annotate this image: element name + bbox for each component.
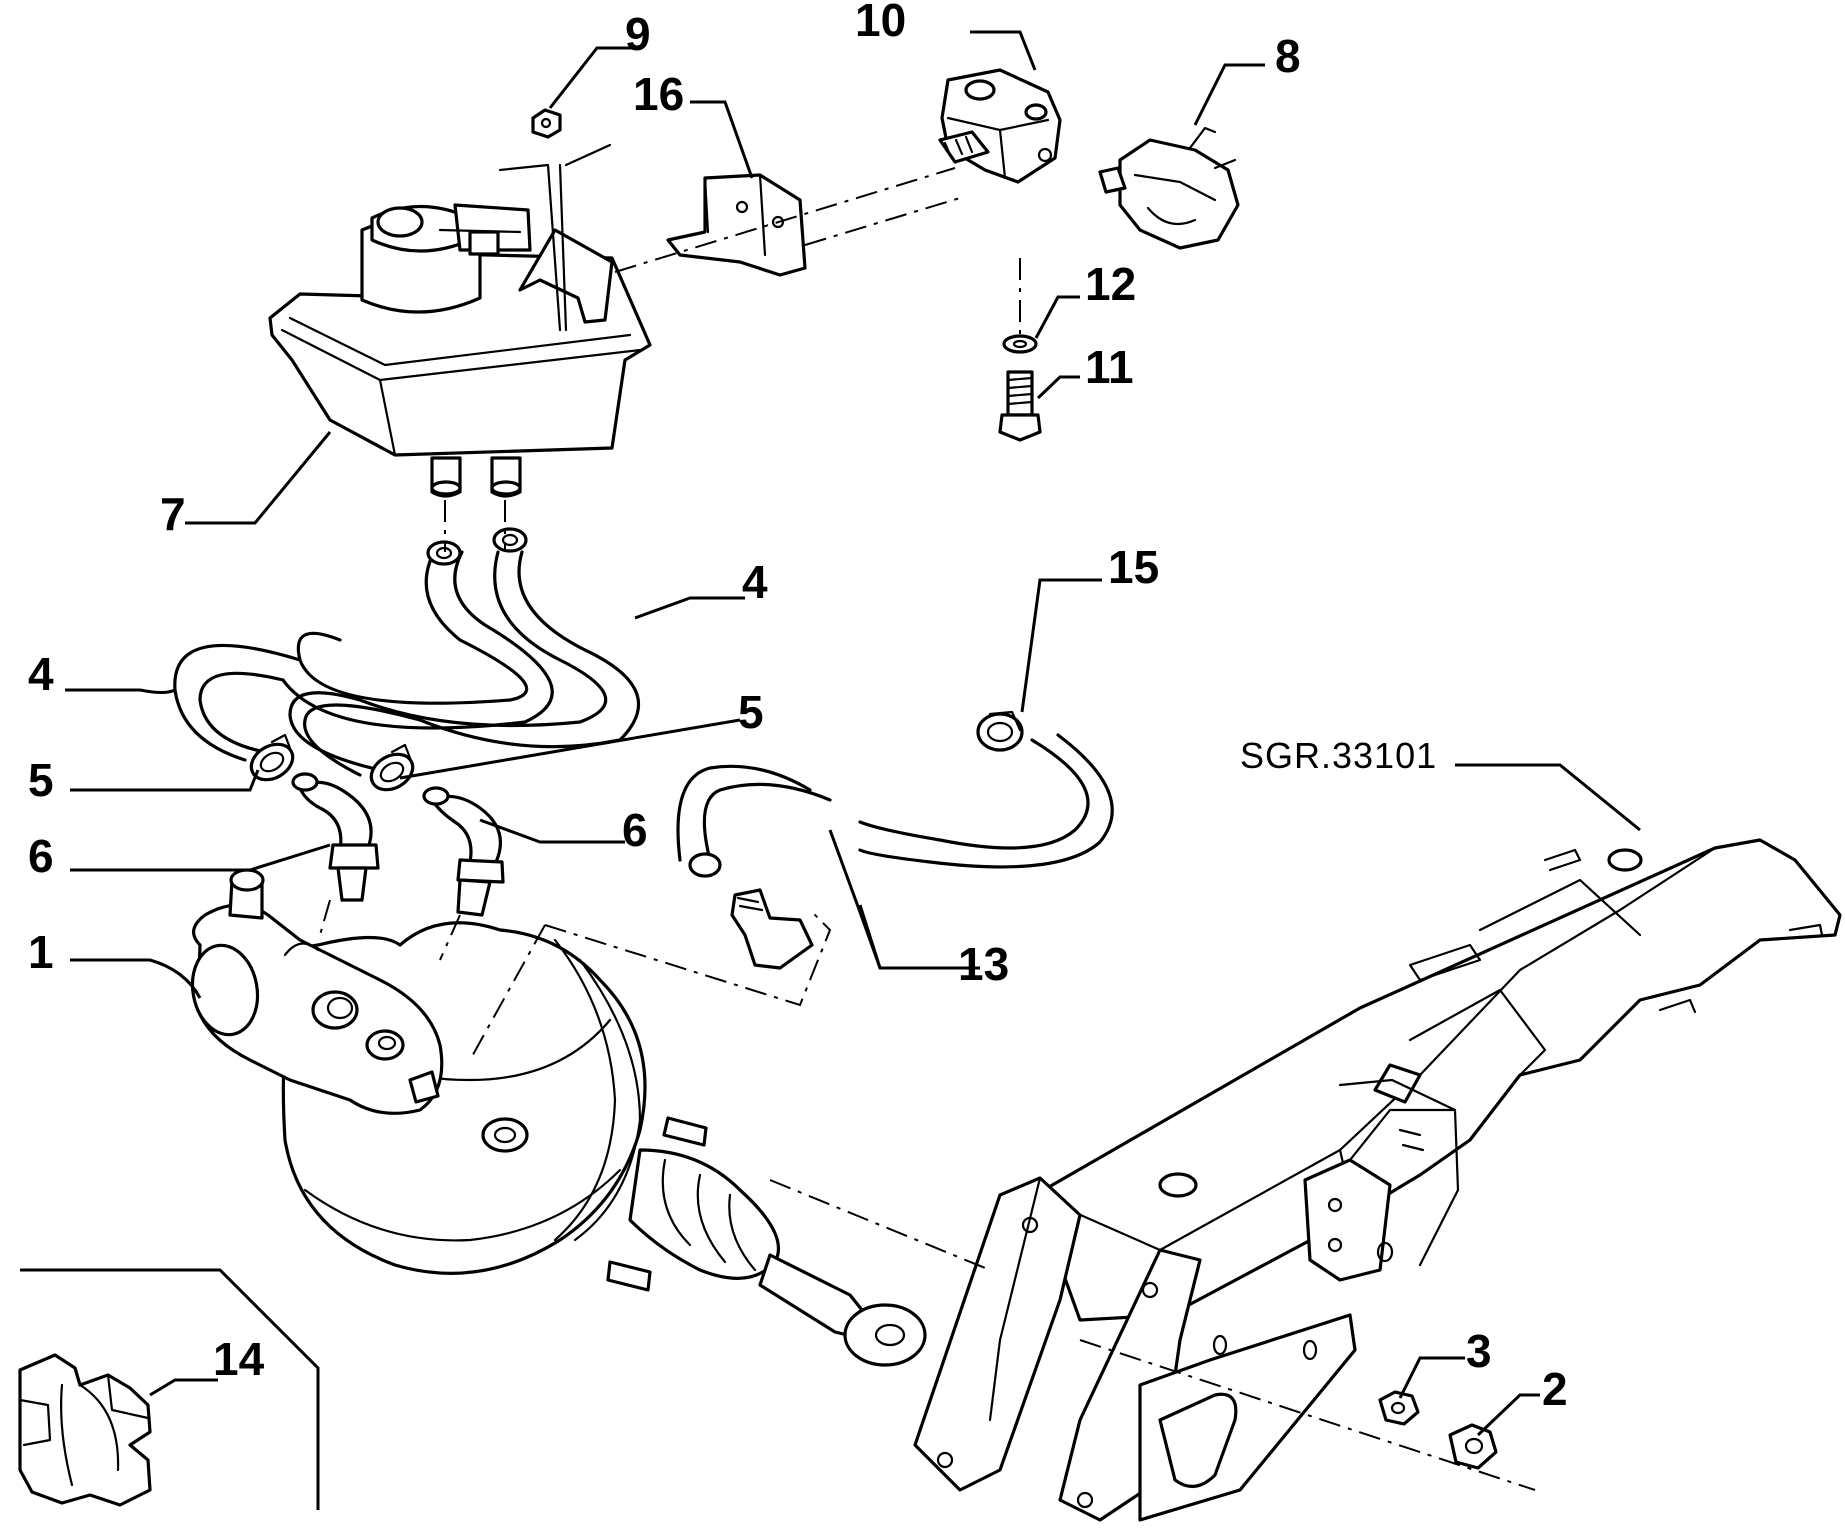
vacuum-hose bbox=[676, 733, 1114, 970]
callout-13: 13 bbox=[958, 938, 1009, 990]
hose-clamp-left bbox=[249, 733, 295, 782]
callout-2: 2 bbox=[1542, 1363, 1568, 1415]
callout-5-right: 5 bbox=[738, 686, 764, 738]
pedal-bracket-cross-member bbox=[913, 838, 1842, 1522]
callout-9: 9 bbox=[625, 8, 651, 60]
washer bbox=[1002, 334, 1038, 354]
callout-8: 8 bbox=[1275, 30, 1301, 82]
hose-clip bbox=[976, 710, 1024, 752]
elbow-connector-left bbox=[291, 772, 380, 902]
callout-leaders bbox=[65, 30, 1641, 1437]
callout-11: 11 bbox=[1085, 341, 1134, 393]
callout-10: 10 bbox=[855, 0, 906, 46]
callout-12: 12 bbox=[1085, 258, 1136, 310]
brake-booster-master-cylinder bbox=[190, 868, 927, 1367]
callout-4-lower: 4 bbox=[28, 648, 54, 700]
bushing-detail bbox=[18, 1268, 320, 1510]
callout-4-upper: 4 bbox=[742, 556, 768, 608]
nut-small bbox=[531, 108, 562, 139]
callout-1: 1 bbox=[28, 926, 54, 978]
callout-5-left: 5 bbox=[28, 754, 54, 806]
brake-fluid-reservoir bbox=[268, 143, 652, 498]
callout-labels: 1 2 3 4 4 5 5 6 6 7 8 9 10 11 12 13 14 1… bbox=[28, 0, 1568, 1415]
nut-2 bbox=[1448, 1423, 1498, 1470]
callout-6-right: 6 bbox=[622, 804, 648, 856]
callout-6-left: 6 bbox=[28, 830, 54, 882]
callout-15: 15 bbox=[1108, 541, 1159, 593]
drawing-code: SGR.33101 bbox=[1240, 735, 1437, 776]
elbow-connector-right bbox=[422, 786, 505, 917]
nut-3 bbox=[1378, 1390, 1420, 1426]
callout-3: 3 bbox=[1466, 1325, 1492, 1377]
level-switch-assembly bbox=[938, 68, 1240, 250]
callout-16: 16 bbox=[633, 68, 684, 120]
assembly-centerlines bbox=[319, 167, 1536, 1491]
reservoir-bracket bbox=[666, 173, 807, 277]
hose-clamp-right bbox=[369, 743, 415, 792]
bolt bbox=[998, 370, 1042, 442]
callout-7: 7 bbox=[160, 488, 186, 540]
callout-14: 14 bbox=[213, 1333, 265, 1385]
reservoir-hoses bbox=[173, 527, 640, 777]
